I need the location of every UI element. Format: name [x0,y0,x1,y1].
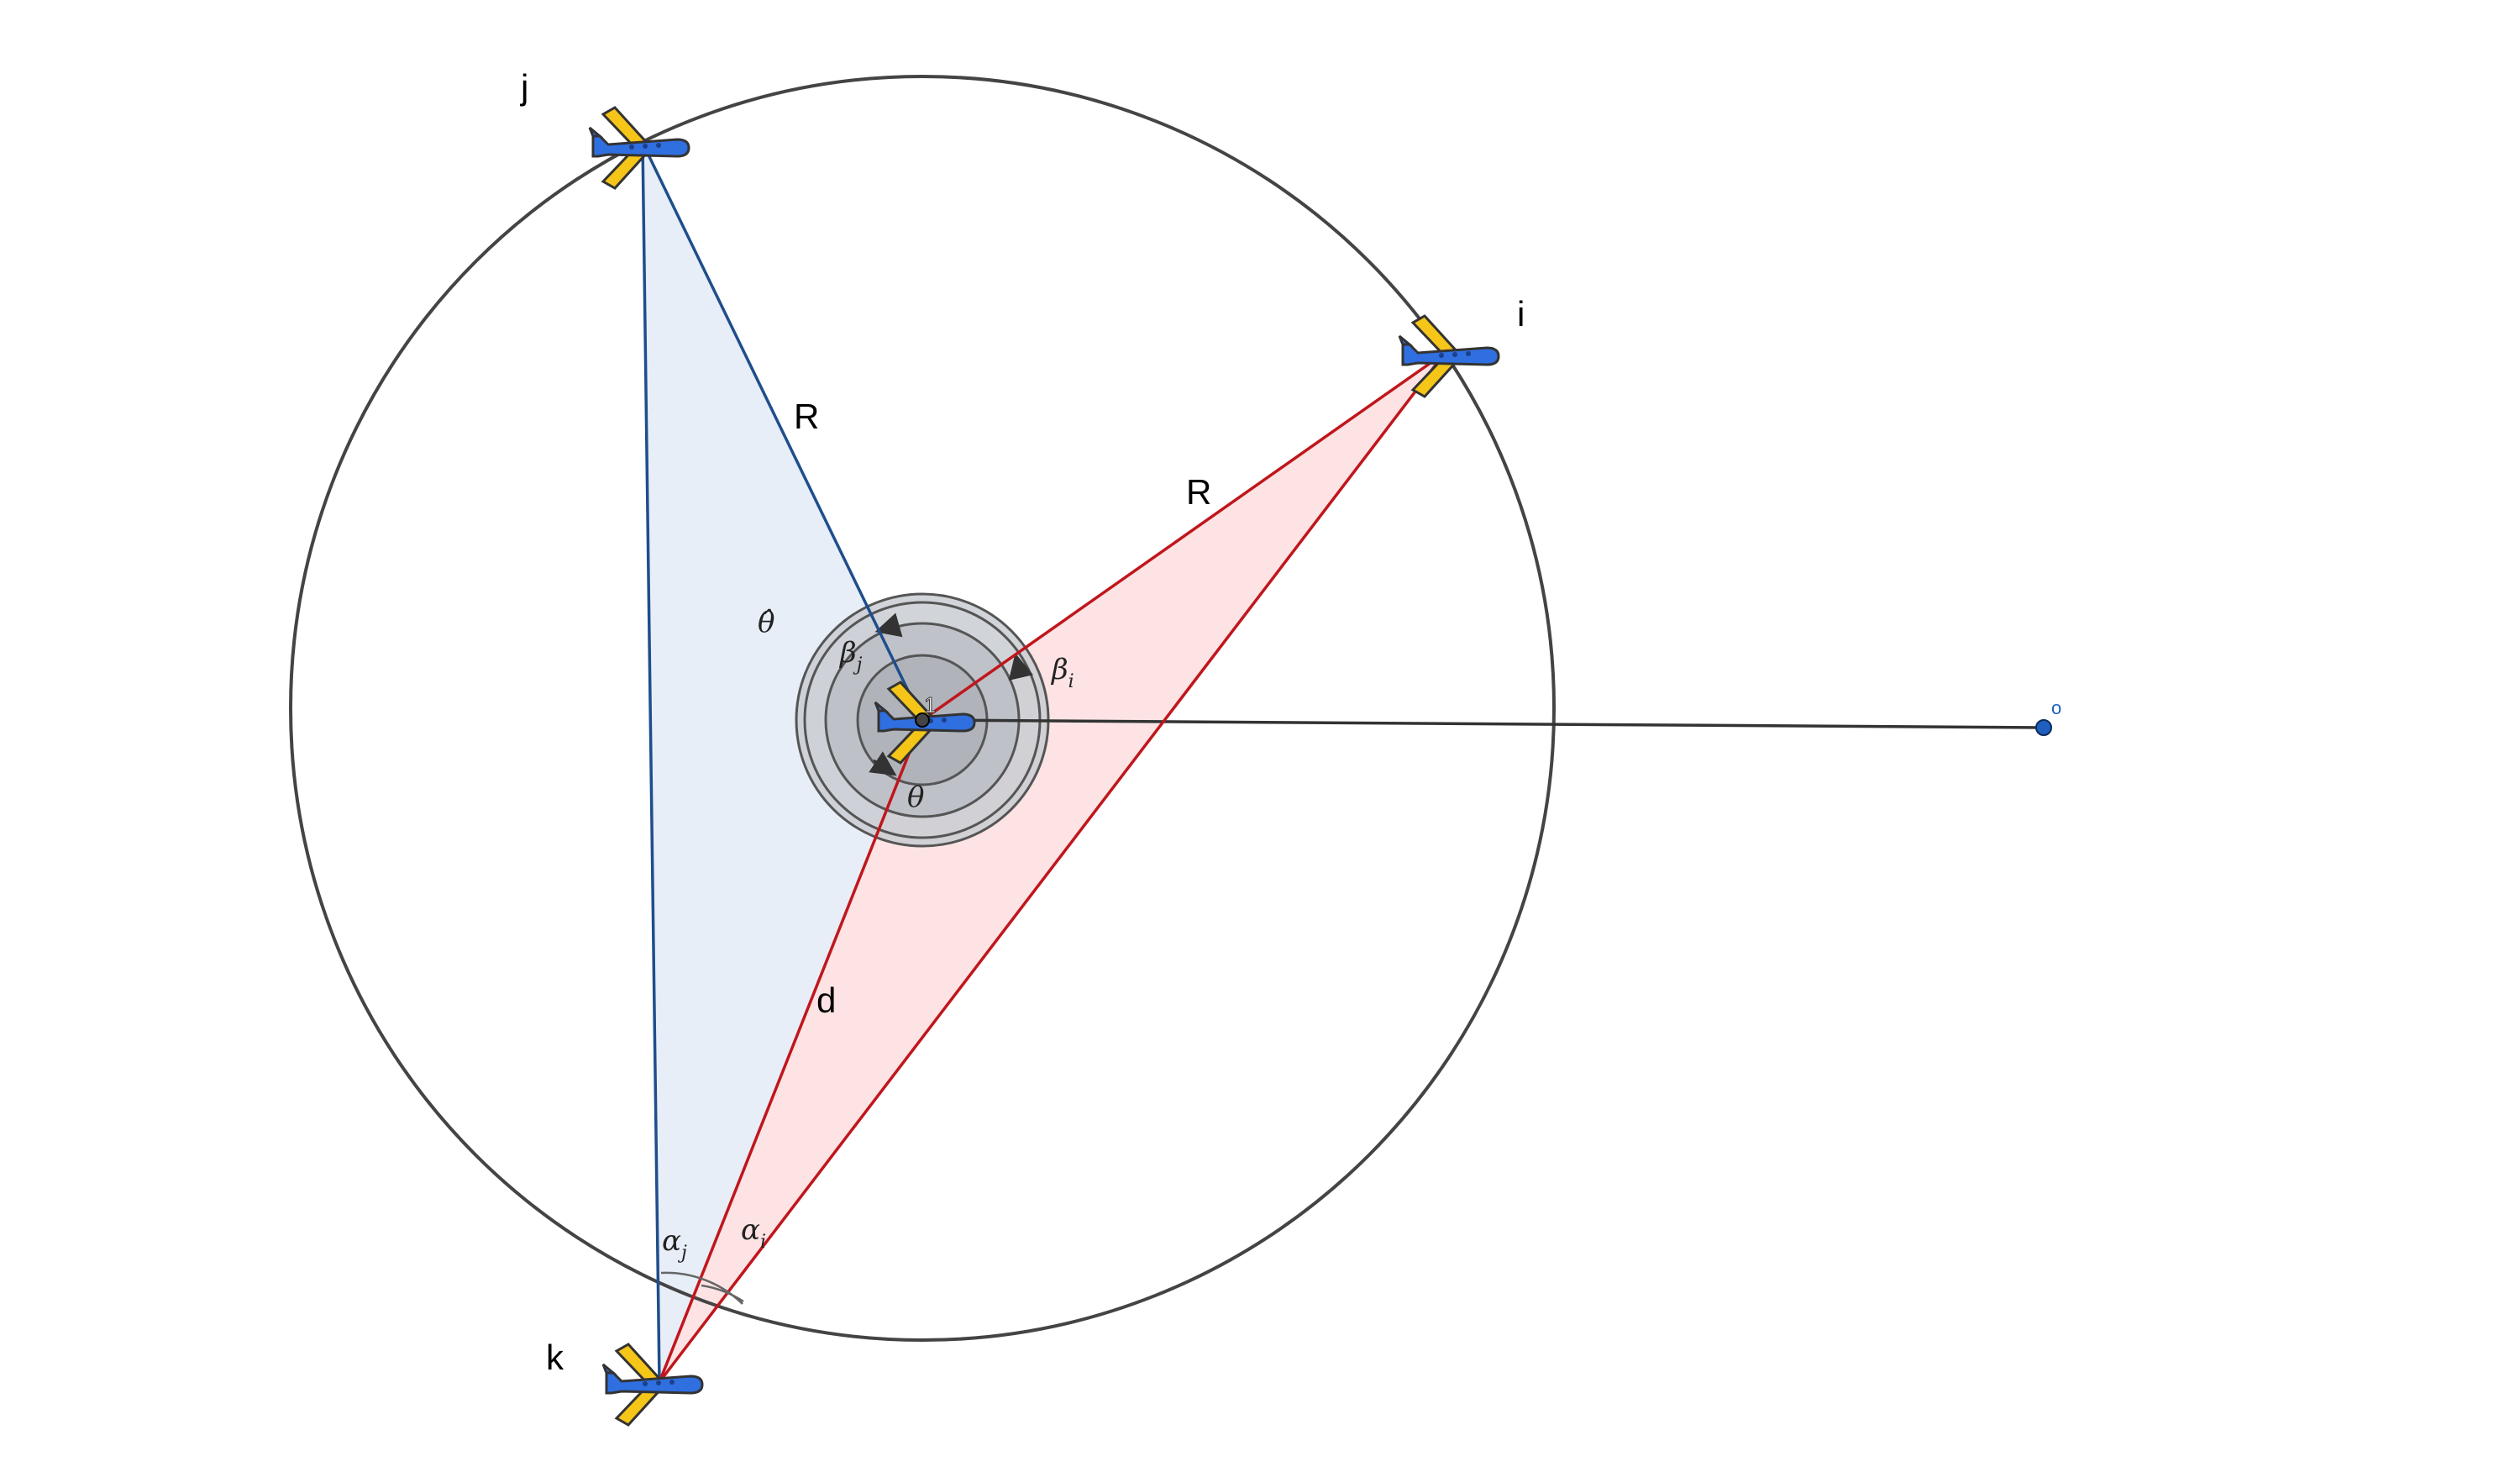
triangle-j-k-center [643,143,922,1382]
label-angle-alpha-i: αi [741,1213,766,1253]
label-edge-center-i: R [1186,472,1211,512]
edge-j-k [641,142,661,1383]
label-angle-theta: θ [907,781,924,814]
label-node-center: 1 [924,692,936,718]
label-node-i: i [1517,294,1525,334]
edge-i-k [658,351,1446,1384]
label-angle-beta-i: βi [1050,653,1074,692]
point-marker [2035,719,2052,736]
edge-center-i [921,351,1446,722]
label-angle-theta-hat: θ̂ [758,606,774,639]
alpha-arcs [660,1271,744,1305]
label-edge-center-k: d [816,980,836,1020]
edge-j-center [641,142,924,721]
range-circle [289,75,1556,1342]
airplane-icon [588,106,690,190]
label-node-j: j [519,67,528,107]
label-node-origin: o [2051,697,2061,718]
airplane-icon [601,1343,704,1427]
label-edge-center-j: R [794,397,819,436]
edge-center-k [658,719,924,1383]
center-point [915,712,930,728]
label-node-k: k [546,1338,564,1377]
edge-center-origin [921,718,2045,729]
